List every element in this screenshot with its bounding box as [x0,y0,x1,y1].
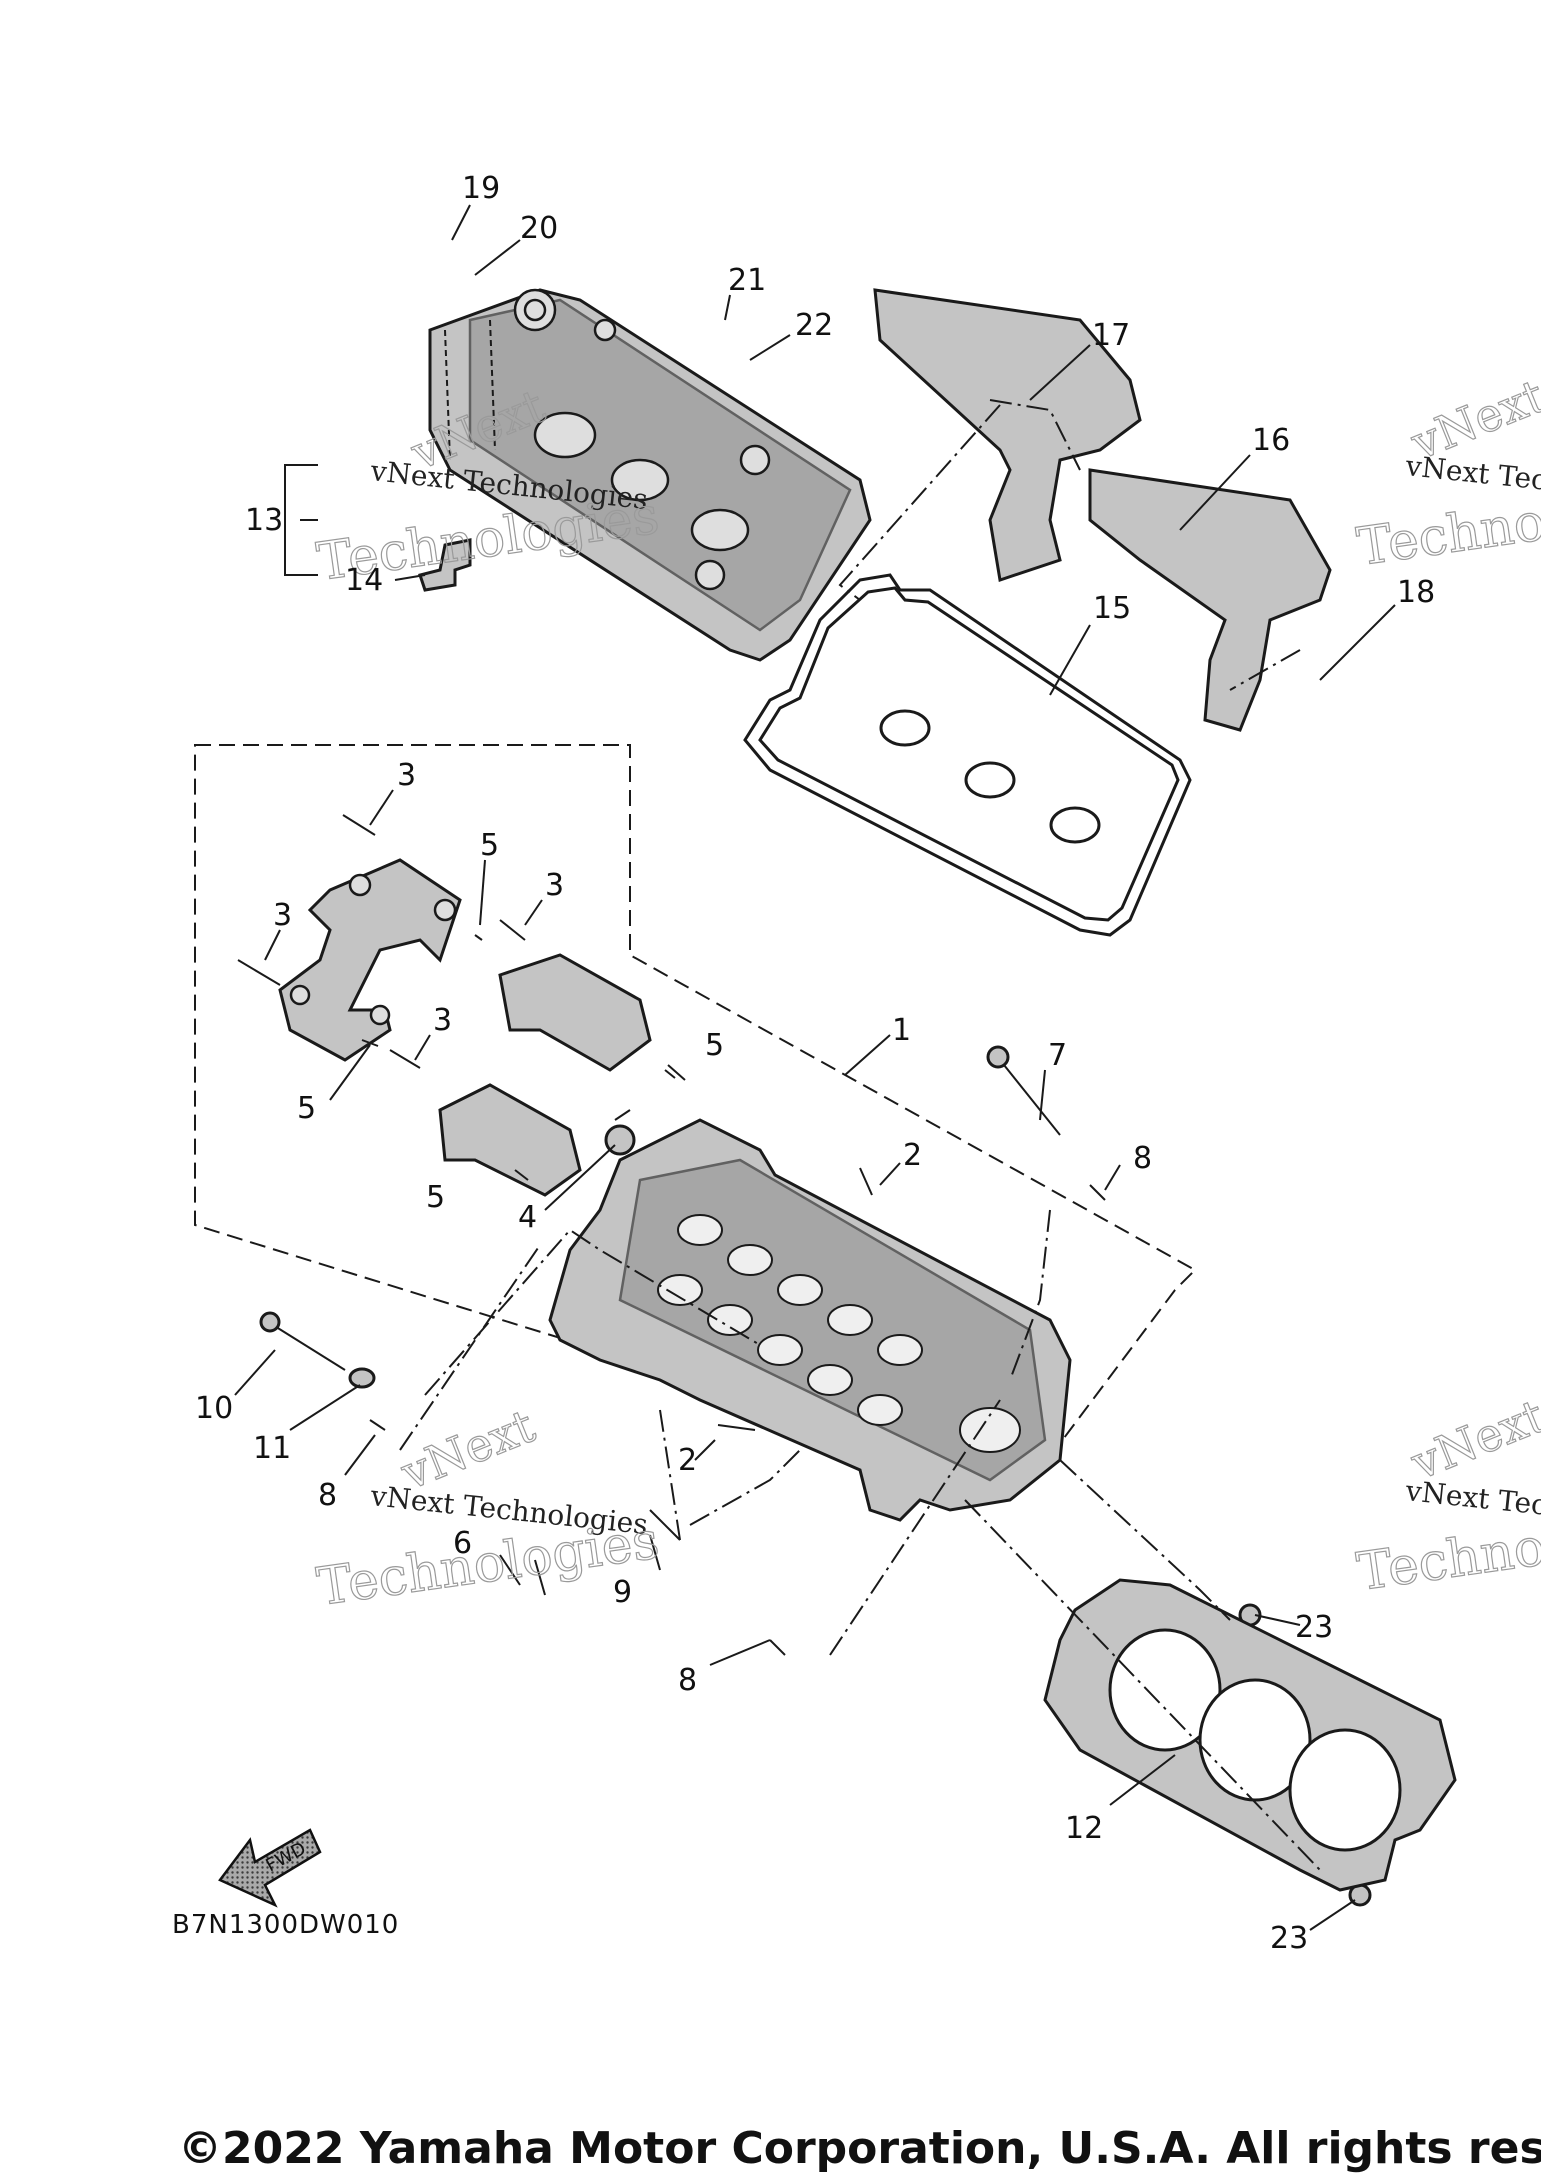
callouts: 19 20 21 22 17 16 15 18 13 14 3 3 5 3 3 … [195,171,1435,1956]
callout-12: 12 [1065,1811,1103,1846]
callout-22: 22 [795,308,833,343]
callout-17: 17 [1092,318,1130,353]
assembly-boundary-1 [194,744,1197,1472]
head-cover-gasket-15 [743,573,1192,937]
callout-2-top: 2 [903,1138,922,1173]
gasket-part-16 [1088,468,1332,732]
cylinder-head-gasket-12 [1043,1578,1457,1892]
copyright-notice: ©2022 Yamaha Motor Corporation, U.S.A. A… [178,2123,1541,2174]
assembly-lines [399,399,1321,1871]
leader-lines [234,204,1396,1931]
callout-23-top: 23 [1295,1610,1333,1645]
watermark-word-3: Technologies [313,1511,662,1618]
callout-11: 11 [253,1431,291,1466]
callout-2-lower: 2 [678,1443,697,1478]
camshaft-caps [278,858,652,1197]
callout-5-lower: 5 [426,1180,445,1215]
callout-6: 6 [453,1526,472,1561]
callout-7: 7 [1048,1038,1067,1073]
callout-5-right: 5 [705,1028,724,1063]
gasket-part-17 [873,288,1142,582]
callout-21: 21 [728,263,766,298]
fwd-arrow: FWD [218,1828,322,1908]
callout-5-left: 5 [297,1091,316,1126]
callout-10: 10 [195,1391,233,1426]
callout-3-lower: 3 [433,1003,452,1038]
callout-8-bottom: 8 [678,1663,697,1698]
callout-15: 15 [1093,591,1131,626]
callout-23-bottom: 23 [1270,1921,1308,1956]
callout-8-left: 8 [318,1478,337,1513]
callout-13: 13 [245,503,283,538]
callout-3-left: 3 [273,898,292,933]
callout-8-right: 8 [1133,1141,1152,1176]
bracket-part-14 [418,538,472,592]
callout-14: 14 [345,563,383,598]
callout-5-top: 5 [480,828,499,863]
diagram-code: B7N1300DW010 [172,1910,399,1940]
bolts [237,814,676,1181]
callout-19: 19 [462,171,500,206]
callout-16: 16 [1252,423,1290,458]
cylinder-head [548,1118,1072,1522]
callout-3-top: 3 [397,758,416,793]
callout-18: 18 [1397,575,1435,610]
callout-9: 9 [613,1575,632,1610]
callout-3-right: 3 [545,868,564,903]
callout-4: 4 [518,1200,537,1235]
cylinder-head-cover [428,288,872,662]
callout-20: 20 [520,211,558,246]
callout-1: 1 [892,1013,911,1048]
